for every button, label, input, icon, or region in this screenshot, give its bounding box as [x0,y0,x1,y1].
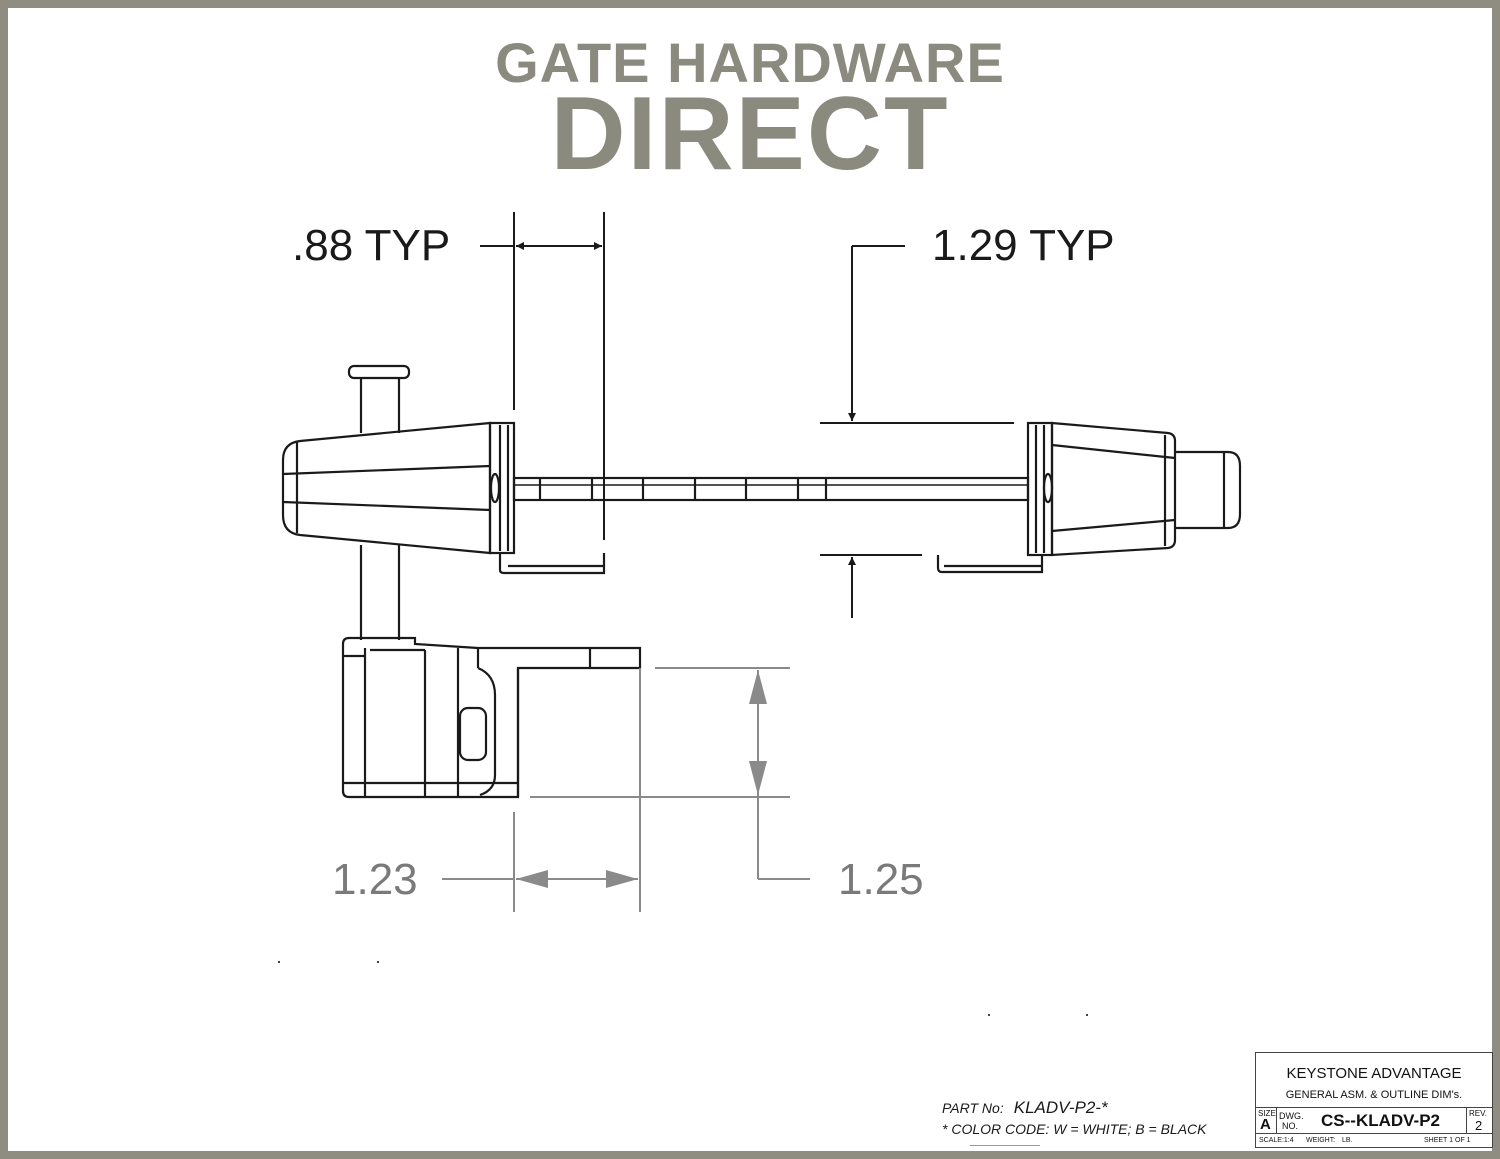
keeper-screw [458,706,488,762]
company-name: KEYSTONE ADVANTAGE [1286,1065,1462,1082]
size-cell: SIZE A [1256,1108,1277,1134]
keeper-block [341,636,642,799]
right-bracket [936,555,1044,574]
part-number: KLADV-P2-* [1013,1098,1108,1117]
scale: SCALE:1:4 [1259,1137,1294,1144]
right-bullet-body [1050,421,1177,557]
size-label: SIZE [1258,1109,1276,1118]
sheet-number: SHEET 1 OF 1 [1424,1137,1471,1144]
weight-label: WEIGHT: [1306,1137,1336,1144]
stray-mark [377,961,379,963]
drawing-description: GENERAL ASM. & OUTLINE DIM's. [1285,1089,1463,1101]
dimension-label-123: 1.23 [332,855,418,904]
rev-cell: REV. 2 [1466,1108,1492,1134]
left-bullet-body [281,421,492,555]
drawing-sheet [8,8,1492,1151]
dwg-label: DWG. [1279,1111,1304,1121]
latch-assembly [281,364,1242,799]
title-block: KEYSTONE ADVANTAGE GENERAL ASM. & OUTLIN… [1255,1052,1493,1148]
rev-value: 2 [1475,1118,1483,1133]
weight-unit: LB. [1342,1137,1353,1144]
right-end-cap [1175,450,1242,530]
stray-mark [278,961,280,963]
dwg-no-label: NO. [1282,1121,1299,1131]
dwg-cell: DWG. NO. CS--KLADV-P2 [1276,1108,1467,1134]
dimension-label-129: 1.29 TYP [932,221,1115,270]
pin-cap [347,364,411,380]
dimension-lines-gray [442,667,810,912]
divider [970,1145,1040,1146]
color-code: * COLOR CODE: W = WHITE; B = BLACK [942,1121,1207,1137]
brand-line-1: GATE HARDWARE [495,31,1005,94]
part-info: PART No: KLADV-P2-* * COLOR CODE: W = WHI… [942,1098,1207,1137]
size-value: A [1260,1116,1271,1133]
rev-label: REV. [1469,1109,1487,1118]
dimension-label-125: 1.25 [838,855,924,904]
stray-mark [1086,1014,1088,1016]
title-block-row: SIZE A DWG. NO. CS--KLADV-P2 REV. 2 [1256,1107,1492,1134]
left-bracket [498,553,606,575]
stray-mark [988,1014,990,1016]
dimension-label-88: .88 TYP [292,221,451,270]
drawing-number: CS--KLADV-P2 [1321,1111,1441,1130]
part-label: PART No: [942,1100,1004,1116]
dimension-lines-black [480,212,1014,618]
brand-line-2: DIRECT [550,76,950,192]
title-block-footer: SCALE:1:4 WEIGHT: LB. SHEET 1 OF 1 [1256,1133,1492,1148]
